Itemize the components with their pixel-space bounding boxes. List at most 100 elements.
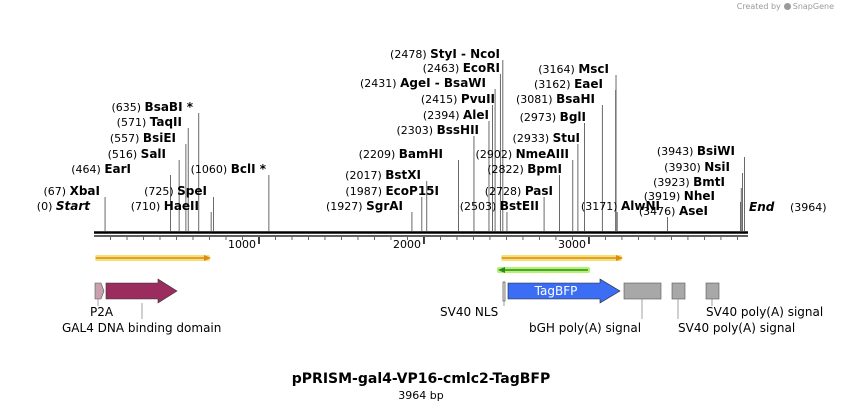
plasmid-title: pPRISM-gal4-VP16-cmlc2-TagBFP: [291, 371, 551, 387]
orf-2-arrowhead-icon: [616, 255, 623, 261]
site-enzyme-name: StyI - NcoI: [430, 47, 500, 61]
feature-gal4-dna-binding-domain[interactable]: [105, 278, 178, 304]
site-enzyme-name: BmtI: [693, 175, 725, 189]
site-enzyme-name: NmeAIII: [516, 147, 569, 161]
site-enzyme-name: Start: [56, 199, 91, 213]
site-position: (3919): [644, 190, 684, 203]
site-position: (3162): [534, 78, 574, 91]
site-label-eaei[interactable]: (3162) EaeI: [534, 77, 603, 91]
site-label-bsteii[interactable]: (2503) BstEII: [460, 199, 539, 213]
ruler-tick-label: 1000: [228, 238, 256, 251]
site-label-bpmi[interactable]: (2822) BpmI: [487, 162, 562, 176]
site-position: (2431): [360, 77, 400, 90]
site-position: (2902): [476, 148, 516, 161]
site-label-ecop15i[interactable]: (1987) EcoP15I: [345, 184, 439, 198]
site-label-msci[interactable]: (3164) MscI: [538, 62, 609, 76]
site-enzyme-name: EcoRI: [463, 61, 500, 75]
site-position: (557): [110, 132, 143, 145]
site-label-bgli[interactable]: (2973) BglI: [520, 110, 586, 124]
features: TagBFP P2A GAL4 DNA binding domain SV40 …: [62, 278, 823, 335]
site-enzyme-name: NheI: [684, 189, 715, 203]
site-label-nhei[interactable]: (3919) NheI: [644, 189, 715, 203]
site-position: (3930): [664, 161, 704, 174]
feature-sv40-polya-1[interactable]: [671, 282, 686, 300]
site-position: (1987): [345, 185, 385, 198]
site-enzyme-name: BsaBI *: [145, 100, 194, 114]
site-position: (2503): [460, 200, 500, 213]
site-enzyme-name: AgeI - BsaWI: [400, 76, 486, 90]
credit-prefix: Created by: [736, 2, 781, 11]
site-enzyme-name: BssHII: [437, 123, 479, 137]
site-label-nmeaiii[interactable]: (2902) NmeAIII: [476, 147, 569, 161]
site-enzyme-name: HaeII: [164, 199, 199, 213]
feature-gal4-label: GAL4 DNA binding domain: [62, 321, 221, 335]
site-position: (2933): [513, 132, 553, 145]
site-enzyme-name: EcoP15I: [385, 184, 439, 198]
site-enzyme-name: BsiEI: [143, 131, 176, 145]
site-label-bsahi[interactable]: (3081) BsaHI: [516, 92, 595, 106]
site-label-bsiei[interactable]: (557) BsiEI: [110, 131, 176, 145]
feature-tagbfp[interactable]: [507, 278, 621, 304]
ruler-tick-label: 3000: [558, 238, 586, 251]
site-label-pvuii[interactable]: (2415) PvuII: [421, 92, 495, 106]
site-label-eari[interactable]: (464) EarI: [71, 162, 131, 176]
site-position: (2822): [487, 163, 527, 176]
site-label-bsshii[interactable]: (2303) BssHII: [397, 123, 479, 137]
site-label-agei-bsawi[interactable]: (2431) AgeI - BsaWI: [360, 76, 486, 90]
site-position: (635): [111, 101, 144, 114]
site-label-stui[interactable]: (2933) StuI: [513, 131, 580, 145]
site-label-xbai[interactable]: (67) XbaI: [44, 184, 100, 198]
site-position: (464): [71, 163, 104, 176]
site-position: (3081): [516, 93, 556, 106]
site-label-bstxi[interactable]: (2017) BstXI: [345, 168, 421, 182]
site-label-spei[interactable]: (725) SpeI: [144, 184, 207, 198]
site-enzyme-name: BsaHI: [556, 92, 595, 106]
site-enzyme-name: BpmI: [527, 162, 562, 176]
site-label-styi-ncoi[interactable]: (2478) StyI - NcoI: [390, 47, 500, 61]
site-position: (3171): [581, 200, 621, 213]
site-position: (2728): [485, 185, 525, 198]
site-label-bamhi[interactable]: (2209) BamHI: [359, 147, 443, 161]
site-label-ecori[interactable]: (2463) EcoRI: [423, 61, 500, 75]
site-enzyme-name: SgrAI: [366, 199, 403, 213]
orf-1-arrowhead-icon: [204, 255, 211, 261]
feature-bgh-label: bGH poly(A) signal: [529, 321, 641, 335]
site-enzyme-name: BglI: [560, 110, 586, 124]
site-enzyme-name: SpeI: [177, 184, 207, 198]
site-label-bsabi[interactable]: (635) BsaBI *: [111, 100, 193, 114]
site-label-asei[interactable]: (3476) AseI: [639, 204, 708, 218]
site-end-label: End: [749, 200, 775, 214]
site-label-nsii[interactable]: (3930) NsiI: [664, 160, 730, 174]
site-label-sgrai[interactable]: (1927) SgrAI: [326, 199, 403, 213]
site-position: (2973): [520, 111, 560, 124]
site-enzyme-name: AseI: [679, 204, 708, 218]
site-label-bcli[interactable]: (1060) BclI *: [191, 162, 267, 176]
site-position: (3943): [657, 145, 697, 158]
credit-brand: SnapGene: [792, 2, 834, 11]
feature-sv40-nls[interactable]: [502, 281, 506, 302]
site-position: (2415): [421, 93, 461, 106]
site-enzyme-name: BamHI: [399, 147, 443, 161]
feature-sv40-polya-2[interactable]: [705, 282, 720, 300]
site-enzyme-name: PvuII: [461, 92, 495, 106]
site-position: (725): [144, 185, 177, 198]
plasmid-size: 3964 bp: [398, 389, 444, 402]
site-label-taqii[interactable]: (571) TaqII: [117, 115, 182, 129]
site-position: (0): [37, 200, 56, 213]
site-label-haeii[interactable]: (710) HaeII: [131, 199, 199, 213]
ruler-tick-label: 2000: [393, 238, 421, 251]
feature-bgh-polya[interactable]: [623, 282, 662, 300]
site-label-pasi[interactable]: (2728) PasI: [485, 184, 553, 198]
site-label-bmti[interactable]: (3923) BmtI: [653, 175, 725, 189]
site-label-alei[interactable]: (2394) AleI: [423, 108, 489, 122]
site-label-start[interactable]: (0) Start: [37, 199, 91, 213]
site-position: (3923): [653, 176, 693, 189]
site-label-alwni[interactable]: (3171) AlwNI: [581, 199, 660, 213]
site-position: (571): [117, 116, 150, 129]
site-enzyme-name: NsiI: [704, 160, 730, 174]
site-label-sali[interactable]: (516) SalI: [108, 147, 166, 161]
feature-p2a[interactable]: [94, 282, 105, 300]
feature-sv40-nls-label: SV40 NLS: [440, 305, 498, 319]
site-label-bsiwi[interactable]: (3943) BsiWI: [657, 144, 735, 158]
